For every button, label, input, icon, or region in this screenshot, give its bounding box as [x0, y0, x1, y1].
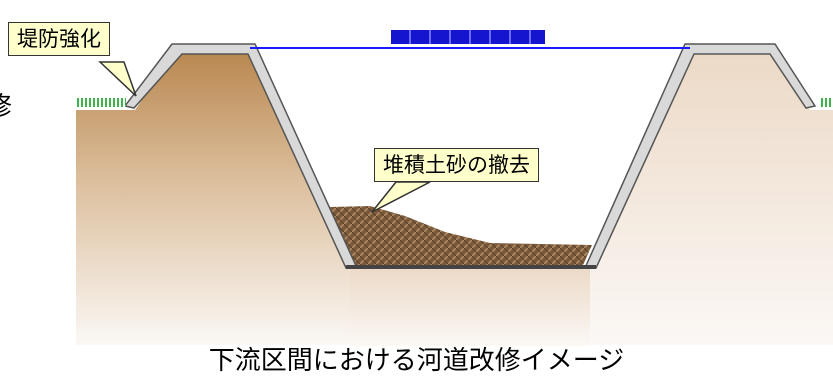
- left-bank-soil: [76, 48, 350, 345]
- sediment-deposit: [330, 206, 592, 265]
- right-bank-soil: [588, 48, 833, 345]
- diagram-caption: 下流区間における河道改修イメージ: [208, 346, 625, 376]
- right-grass: [820, 98, 833, 107]
- clipped-edge-text: 修: [0, 86, 12, 123]
- levee-strengthening-callout: 堤防強化: [8, 22, 110, 56]
- channel-bed-lining: [346, 265, 596, 269]
- riverbed-soil: [350, 266, 590, 346]
- sediment-callout-pointer: [371, 181, 431, 213]
- water-level-label-block: [391, 30, 545, 44]
- right-revetment: [583, 43, 817, 269]
- levee-callout-pointer: [98, 61, 137, 97]
- sediment-removal-callout: 堆積土砂の撤去: [374, 148, 539, 182]
- left-grass: [76, 98, 126, 107]
